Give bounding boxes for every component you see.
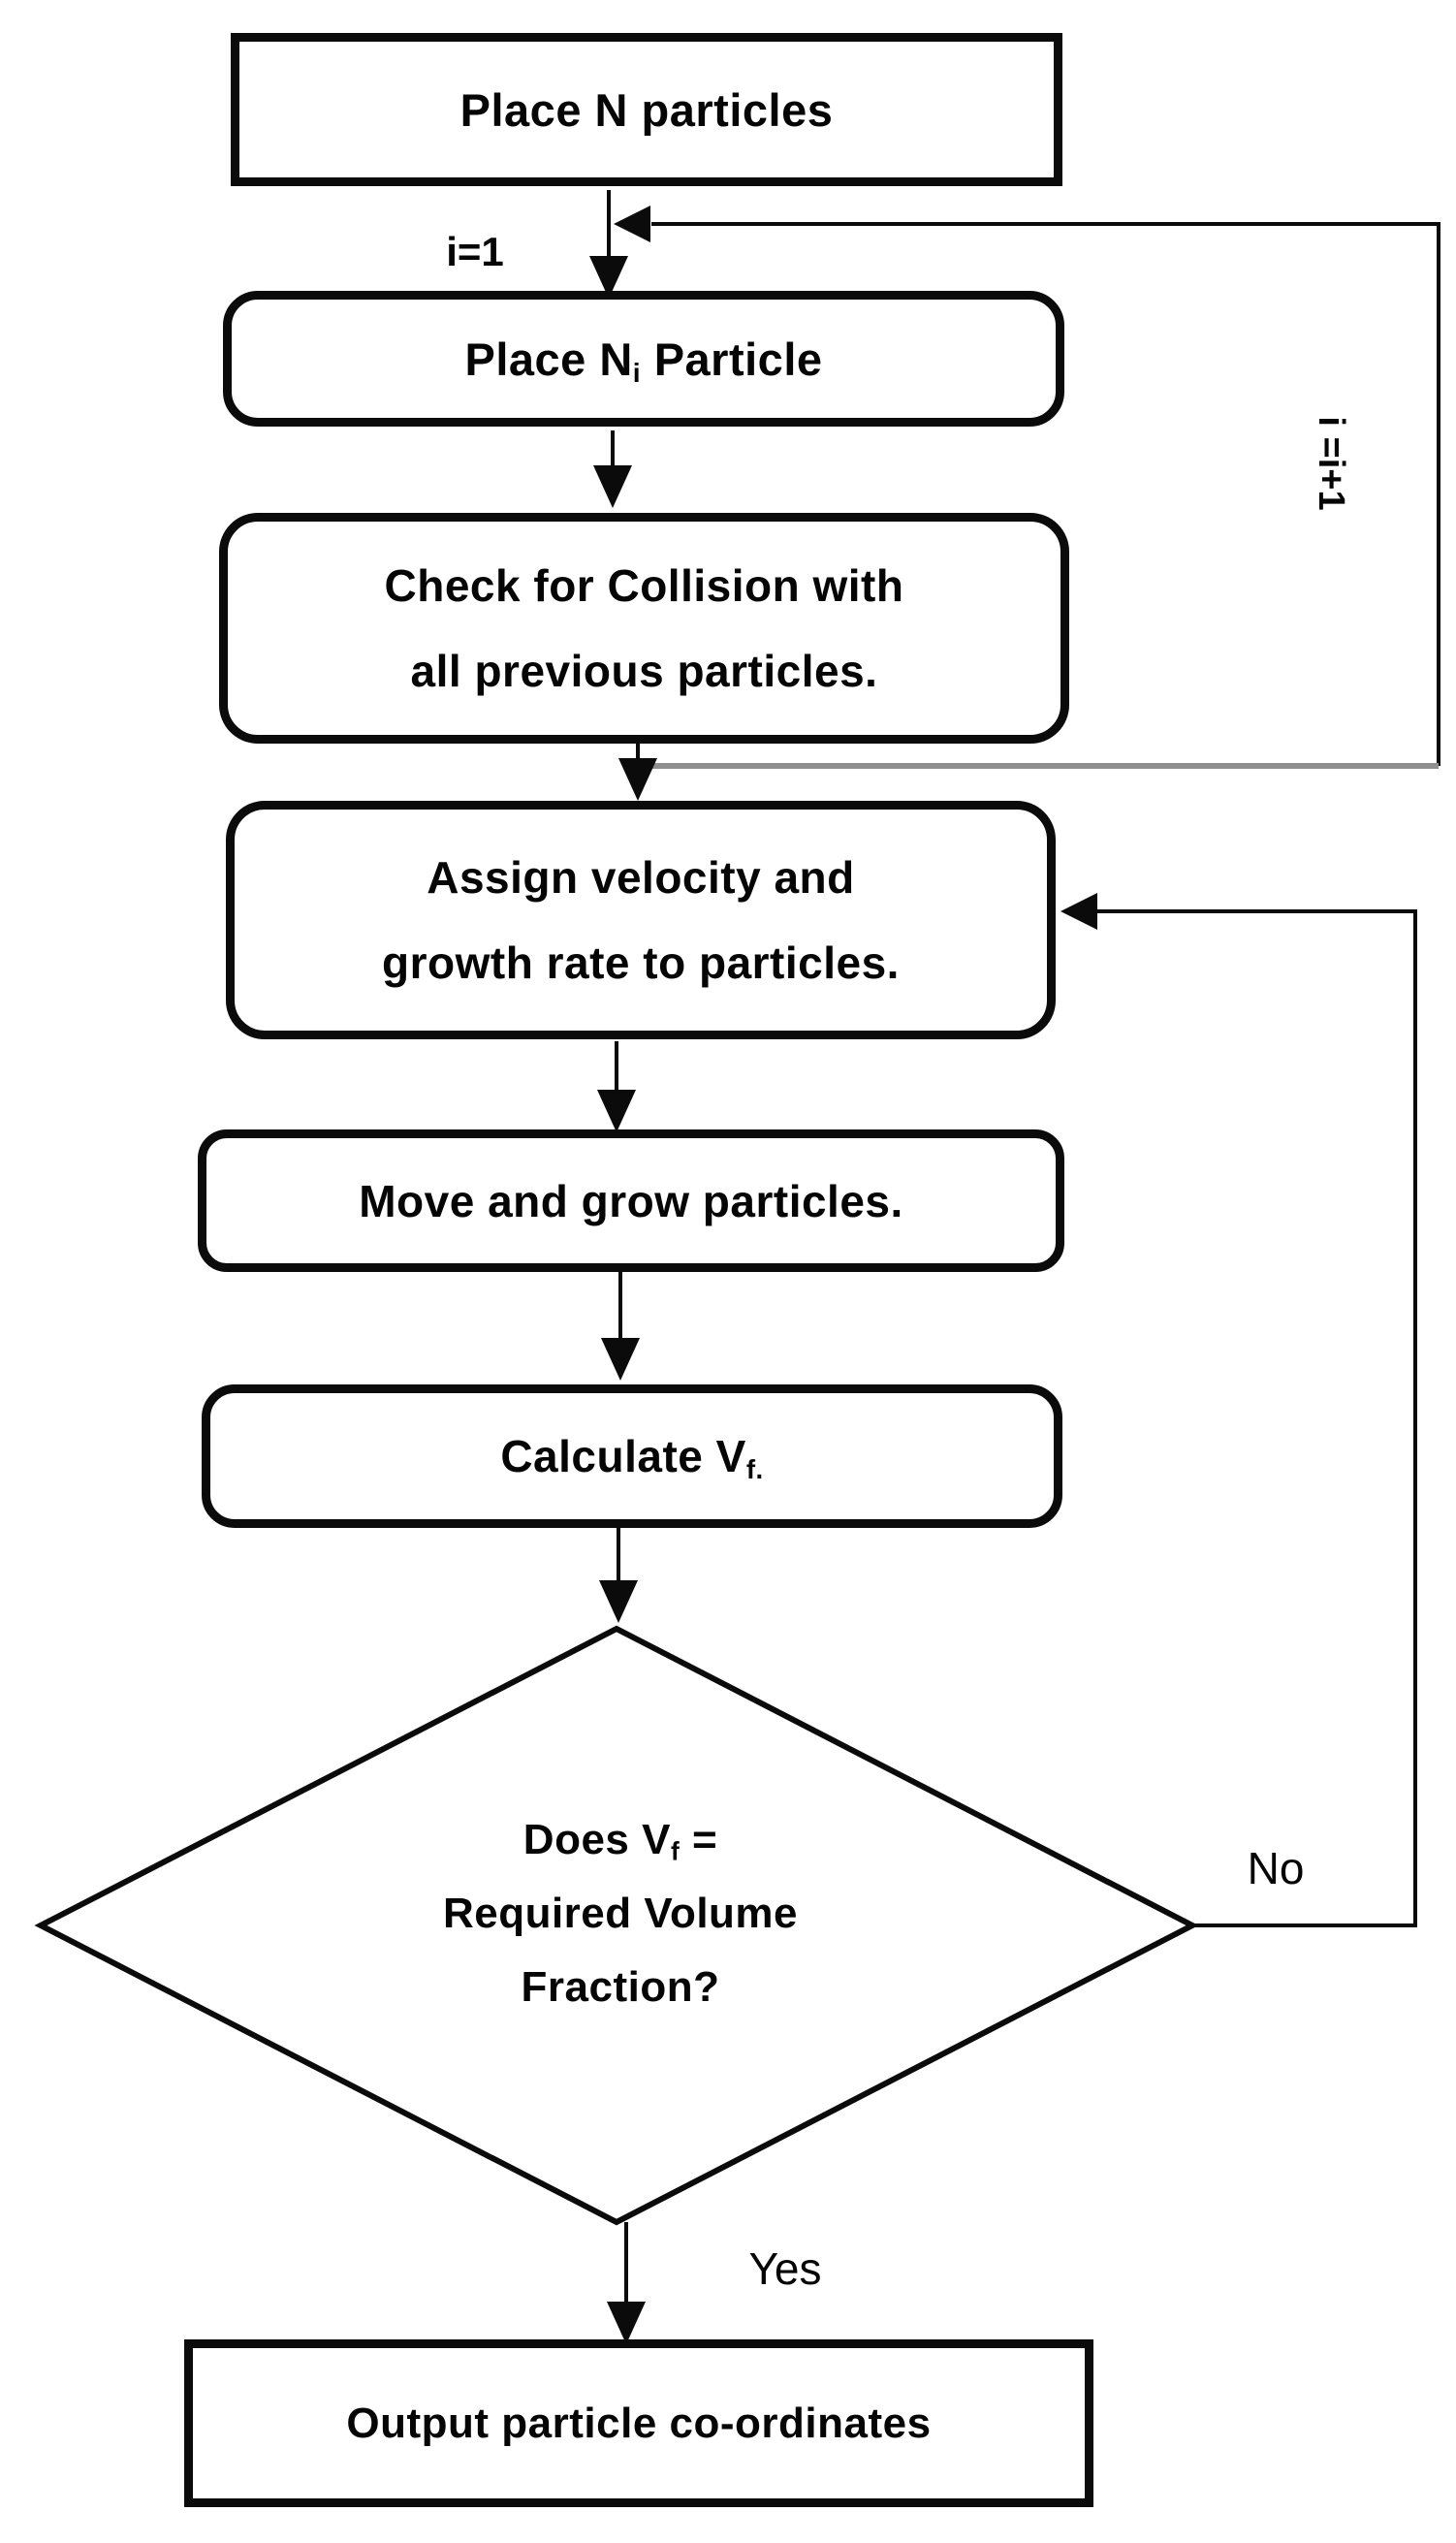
output-node: Output particle co-ordinates bbox=[184, 2339, 1093, 2507]
arrowhead-into-assign bbox=[618, 758, 657, 801]
place-ni-particle-node: Place Ni Particle bbox=[223, 291, 1064, 427]
calculate-vf-label-subscript: f. bbox=[745, 1453, 764, 1484]
arrowheads bbox=[589, 206, 1097, 2344]
collision-check-label: Check for Collision with all previous pa… bbox=[385, 543, 904, 714]
start-node-label: Place N particles bbox=[459, 83, 834, 136]
collision-check-line2: all previous particles. bbox=[410, 646, 878, 696]
output-node-label: Output particle co-ordinates bbox=[346, 2399, 932, 2447]
increment-loop-line bbox=[651, 222, 1440, 766]
collision-check-line1: Check for Collision with bbox=[384, 560, 904, 611]
move-grow-node: Move and grow particles. bbox=[198, 1129, 1064, 1272]
decision-line3: Fraction? bbox=[521, 1963, 720, 2011]
decision-diamond-shape bbox=[34, 1625, 1199, 2226]
no-branch-label: No bbox=[1208, 1840, 1344, 1896]
place-ni-label: Place Ni Particle bbox=[464, 333, 822, 386]
arrowhead-into-calc bbox=[601, 1338, 640, 1381]
decision-line1-pre: Does V bbox=[522, 1816, 671, 1863]
arrowhead-into-decision bbox=[599, 1580, 638, 1623]
arrowhead-increment-loop bbox=[614, 206, 650, 242]
arrowhead-into-place-ni bbox=[589, 256, 628, 299]
assign-velocity-node: Assign velocity and growth rate to parti… bbox=[226, 801, 1056, 1039]
calculate-vf-node: Calculate Vf. bbox=[202, 1384, 1062, 1528]
arrowhead-into-check bbox=[593, 465, 632, 508]
decision-line1-post: = bbox=[680, 1816, 718, 1863]
decision-line2: Required Volume bbox=[442, 1890, 799, 1937]
init-counter-label: i=1 bbox=[407, 227, 543, 277]
decision-line1: Does Vf = bbox=[523, 1803, 717, 1877]
volume-fraction-decision: Does Vf = Required Volume Fraction? bbox=[281, 1801, 960, 2026]
place-ni-label-post: Particle bbox=[641, 333, 823, 385]
increment-counter-text: i =i+1 bbox=[1311, 416, 1352, 511]
arrowhead-no-loop bbox=[1060, 893, 1097, 930]
start-node-place-n-particles: Place N particles bbox=[231, 33, 1062, 186]
yes-branch-text: Yes bbox=[748, 2243, 822, 2294]
assign-velocity-line2: growth rate to particles. bbox=[382, 938, 900, 988]
arrowhead-into-move bbox=[597, 1090, 636, 1132]
increment-counter-label: i =i+1 bbox=[1309, 376, 1353, 551]
init-counter-text: i=1 bbox=[446, 229, 504, 274]
assign-velocity-line1: Assign velocity and bbox=[427, 852, 855, 903]
no-branch-text: No bbox=[1247, 1843, 1305, 1893]
place-ni-label-subscript: i bbox=[632, 356, 642, 388]
calculate-vf-label-pre: Calculate V bbox=[500, 1431, 746, 1481]
collision-check-node: Check for Collision with all previous pa… bbox=[219, 513, 1069, 744]
assign-velocity-label: Assign velocity and growth rate to parti… bbox=[382, 835, 900, 1005]
move-grow-label: Move and grow particles. bbox=[359, 1175, 903, 1226]
calculate-vf-label: Calculate Vf. bbox=[500, 1430, 763, 1482]
decision-line1-subscript: f bbox=[670, 1836, 681, 1866]
yes-branch-label: Yes bbox=[721, 2240, 849, 2298]
place-ni-label-pre: Place N bbox=[464, 333, 633, 385]
no-loop-line bbox=[1097, 909, 1417, 1927]
arrowhead-into-output bbox=[607, 2302, 646, 2344]
